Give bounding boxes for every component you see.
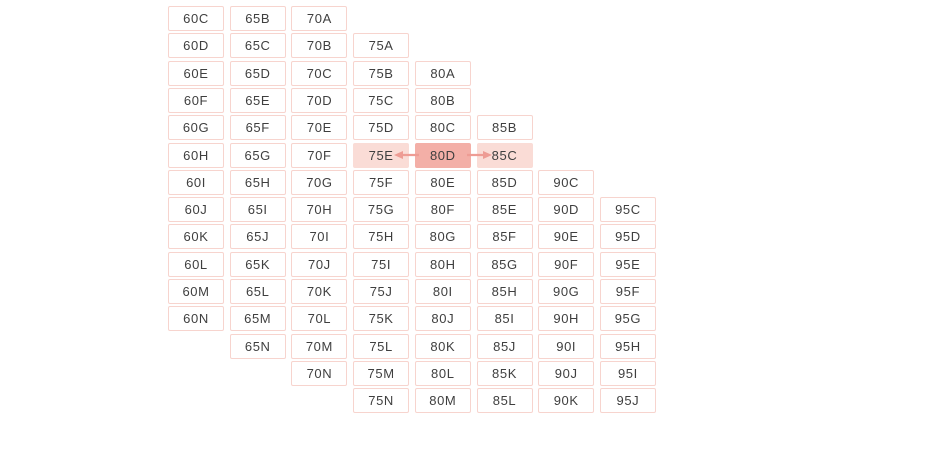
size-cell-85k[interactable]: 85K	[476, 360, 533, 386]
size-cell-70a[interactable]: 70A	[291, 6, 348, 31]
size-cell-75a[interactable]: 75A	[353, 33, 410, 59]
size-cell-60m[interactable]: 60M	[168, 279, 224, 304]
size-cell-70m[interactable]: 70M	[291, 333, 348, 359]
size-cell-85g[interactable]: 85G	[476, 251, 533, 277]
size-cell-75n[interactable]: 75N	[353, 388, 410, 414]
size-cell-75g[interactable]: 75G	[353, 197, 410, 223]
size-cell-60d[interactable]: 60D	[168, 33, 224, 59]
size-cell-70f[interactable]: 70F	[291, 142, 348, 168]
size-cell-85f[interactable]: 85F	[476, 224, 533, 250]
size-cell-85c[interactable]: 85C	[476, 142, 533, 168]
size-cell-65g[interactable]: 65G	[229, 142, 286, 168]
size-cell-70g[interactable]: 70G	[291, 169, 348, 195]
size-cell-80i[interactable]: 80I	[414, 279, 471, 304]
size-cell-75b[interactable]: 75B	[353, 60, 410, 86]
size-cell-95f[interactable]: 95F	[599, 279, 656, 304]
size-cell-60n[interactable]: 60N	[168, 306, 224, 332]
size-cell-90e[interactable]: 90E	[538, 224, 595, 250]
size-cell-65n[interactable]: 65N	[229, 333, 286, 359]
size-cell-80h[interactable]: 80H	[414, 251, 471, 277]
size-cell-65l[interactable]: 65L	[229, 279, 286, 304]
size-cell-65i[interactable]: 65I	[229, 197, 286, 223]
size-cell-90g[interactable]: 90G	[538, 279, 595, 304]
size-cell-80e[interactable]: 80E	[414, 169, 471, 195]
size-cell-70k[interactable]: 70K	[291, 279, 348, 304]
size-cell-70h[interactable]: 70H	[291, 197, 348, 223]
size-cell-65e[interactable]: 65E	[229, 87, 286, 113]
size-cell-60g[interactable]: 60G	[168, 115, 224, 141]
size-cell-75f[interactable]: 75F	[353, 169, 410, 195]
size-cell-60i[interactable]: 60I	[168, 169, 224, 195]
size-cell-80b[interactable]: 80B	[414, 87, 471, 113]
size-cell-60e[interactable]: 60E	[168, 60, 224, 86]
size-cell-70c[interactable]: 70C	[291, 60, 348, 86]
size-cell-95j[interactable]: 95J	[599, 388, 656, 414]
size-cell-65m[interactable]: 65M	[229, 306, 286, 332]
size-cell-65k[interactable]: 65K	[229, 251, 286, 277]
size-cell-95g[interactable]: 95G	[599, 306, 656, 332]
size-cell-95c[interactable]: 95C	[599, 197, 656, 223]
size-cell-75c[interactable]: 75C	[353, 87, 410, 113]
size-cell-80l[interactable]: 80L	[414, 360, 471, 386]
size-cell-65h[interactable]: 65H	[229, 169, 286, 195]
size-cell-65b[interactable]: 65B	[229, 6, 286, 31]
size-cell-70j[interactable]: 70J	[291, 251, 348, 277]
size-cell-70n[interactable]: 70N	[291, 360, 348, 386]
size-cell-80d[interactable]: 80D	[414, 142, 471, 168]
size-cell-90c[interactable]: 90C	[538, 169, 595, 195]
size-cell-95h[interactable]: 95H	[599, 333, 656, 359]
size-cell-80c[interactable]: 80C	[414, 115, 471, 141]
size-cell-80j[interactable]: 80J	[414, 306, 471, 332]
size-cell-85h[interactable]: 85H	[476, 279, 533, 304]
size-cell-75h[interactable]: 75H	[353, 224, 410, 250]
size-cell-75l[interactable]: 75L	[353, 333, 410, 359]
size-cell-65d[interactable]: 65D	[229, 60, 286, 86]
size-cell-85l[interactable]: 85L	[476, 388, 533, 414]
size-cell-65j[interactable]: 65J	[229, 224, 286, 250]
size-cell-85j[interactable]: 85J	[476, 333, 533, 359]
size-cell-75d[interactable]: 75D	[353, 115, 410, 141]
size-cell-85d[interactable]: 85D	[476, 169, 533, 195]
size-cell-60c[interactable]: 60C	[168, 6, 224, 31]
size-cell-65f[interactable]: 65F	[229, 115, 286, 141]
size-cell-90f[interactable]: 90F	[538, 251, 595, 277]
size-cell-90j[interactable]: 90J	[538, 360, 595, 386]
size-cell-60h[interactable]: 60H	[168, 142, 224, 168]
size-cell-95d[interactable]: 95D	[599, 224, 656, 250]
size-cell-95e[interactable]: 95E	[599, 251, 656, 277]
size-cell-75j[interactable]: 75J	[353, 279, 410, 304]
size-cell-90h[interactable]: 90H	[538, 306, 595, 332]
size-cell-95i[interactable]: 95I	[599, 360, 656, 386]
size-cell-60k[interactable]: 60K	[168, 224, 224, 250]
size-cell-85b[interactable]: 85B	[476, 115, 533, 141]
size-cell-80m[interactable]: 80M	[414, 388, 471, 414]
size-cell-75e[interactable]: 75E	[353, 142, 410, 168]
size-cell-70l[interactable]: 70L	[291, 306, 348, 332]
size-cell-70i[interactable]: 70I	[291, 224, 348, 250]
size-cell-80g[interactable]: 80G	[414, 224, 471, 250]
size-cell-75i[interactable]: 75I	[353, 251, 410, 277]
size-cell-60f[interactable]: 60F	[168, 87, 224, 113]
size-cell-60l[interactable]: 60L	[168, 251, 224, 277]
size-cell-70b[interactable]: 70B	[291, 33, 348, 59]
size-cell-65c[interactable]: 65C	[229, 33, 286, 59]
size-cell-75m[interactable]: 75M	[353, 360, 410, 386]
size-cell-85i[interactable]: 85I	[476, 306, 533, 332]
size-cell-60j[interactable]: 60J	[168, 197, 224, 223]
size-cell-90k[interactable]: 90K	[538, 388, 595, 414]
size-cell-80f[interactable]: 80F	[414, 197, 471, 223]
size-cell-80a[interactable]: 80A	[414, 60, 471, 86]
size-cell-90d[interactable]: 90D	[538, 197, 595, 223]
size-cell-85e[interactable]: 85E	[476, 197, 533, 223]
size-cell-80k[interactable]: 80K	[414, 333, 471, 359]
size-cell-70e[interactable]: 70E	[291, 115, 348, 141]
size-cell-70d[interactable]: 70D	[291, 87, 348, 113]
size-cell-90i[interactable]: 90I	[538, 333, 595, 359]
size-cell-75k[interactable]: 75K	[353, 306, 410, 332]
